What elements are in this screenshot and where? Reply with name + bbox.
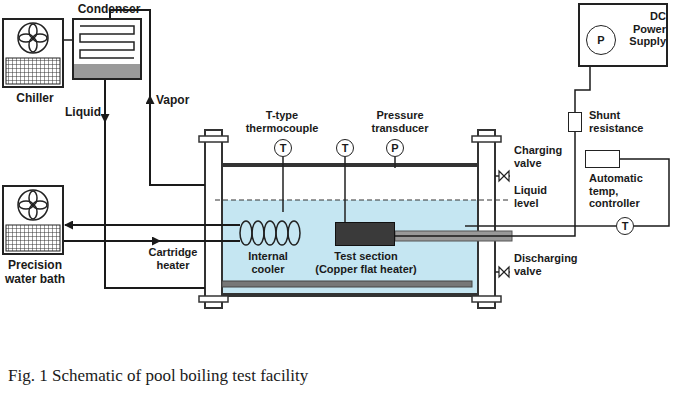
fan-blade [33,34,47,42]
wire-connector [395,132,575,236]
chiller-fan [18,23,48,53]
condensate-pool [74,64,140,78]
vapor-line [110,10,205,185]
bath-grill [6,225,60,251]
node-text: Shunt resistance [589,109,659,134]
valve-label: Charging valve [514,144,570,169]
thermocouple-circle: T [616,217,634,235]
line-label: Liquid [60,106,101,120]
coil-turn [264,221,276,245]
node-text: P [587,26,615,54]
cooler-supply-line [160,240,240,242]
temp-controller-box: Automatic temp, controller [585,150,620,168]
wire-connector [575,67,590,112]
shunt-resistance-box: Shunt resistance [568,112,582,132]
water-bath-box: Precision water bath [2,185,64,255]
discharging-valve-symbol [499,267,509,277]
node-text: DC Power Supply [622,10,666,48]
sensor-label: Pressure transducer [358,109,442,134]
cartridge-heater-rod [222,281,472,287]
coil-turn [288,221,300,245]
wire-connector [620,159,669,226]
cooler-supply-arrow [64,240,160,242]
bolt [472,296,501,302]
chiller-grill [6,58,60,84]
power-gauge: P [586,25,616,55]
node-text: T [275,140,291,156]
node-text: Automatic temp, controller [589,172,667,210]
fan-ring [18,190,48,220]
condenser-coil [80,26,134,58]
liquid-level-line [215,200,510,201]
line-label: Vapor [156,94,201,108]
figure-caption: Fig. 1 Schematic of pool boiling test fa… [8,366,308,386]
bolt [199,136,228,142]
node-text: Test section (Copper flat heater) [301,250,431,275]
charging-valve-symbol [499,171,509,181]
bath-fan [18,190,48,220]
cooler-coil [240,221,300,245]
fan-blade [33,201,47,209]
coil-turn [252,221,264,245]
cooler-return-line [65,224,240,226]
node-text: Chiller [0,92,70,106]
bolt [472,136,501,142]
pressure-transducer-circle: P [386,139,404,157]
fan-ring [18,23,48,53]
dc-power-supply-box: DC Power SupplyP [578,3,668,67]
coil-turn [240,221,252,245]
valve-pipes [495,176,510,272]
fan-blade [19,34,33,42]
test-section-heater: Test section (Copper flat heater) [335,222,395,246]
node-text: Condenser [64,3,154,17]
thermocouple-circle: T [336,139,354,157]
thermocouple-probe [465,225,616,227]
wire-connector [64,39,72,41]
right-flange [478,130,495,308]
left-flange [205,130,222,308]
node-text: Precision water bath [1,259,69,287]
probe-stems [283,157,395,222]
liquid-line [105,80,205,288]
part-label: Internal cooler [232,250,304,275]
fan-blade [19,201,33,209]
part-label: Cartridge heater [144,246,202,271]
pool-liquid [222,200,478,295]
node-text: P [387,140,403,156]
chiller-box: Chiller [2,18,64,88]
bolt [199,296,228,302]
liquid-arrow [104,96,106,122]
vapor-arrow [149,96,151,122]
vessel-top-wall [222,163,478,167]
node-text: T [337,140,353,156]
flange-bolts [199,136,501,302]
condenser-box: Condenser [72,18,142,80]
level-label: Liquid level [514,184,568,209]
node-text: T [617,218,633,234]
valve-label: Discharging valve [514,252,582,277]
coil-turn [276,221,288,245]
thermocouple-circle: T [274,139,292,157]
vessel-bottom-wall [222,293,478,297]
sensor-label: T-type thermocouple [236,109,328,134]
